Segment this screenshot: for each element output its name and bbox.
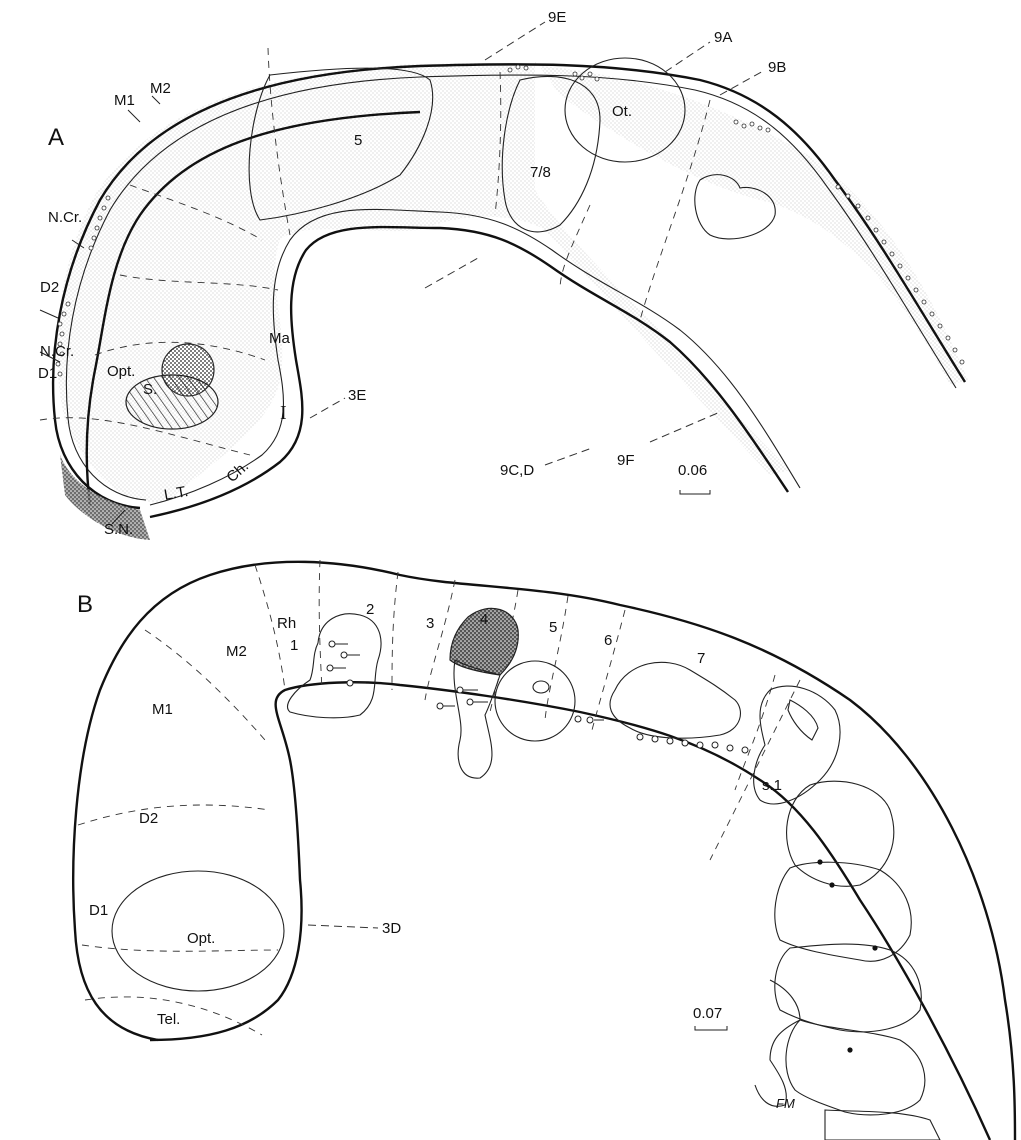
panel-a-leader-9a bbox=[665, 42, 710, 72]
panel-b-boundary-r2 bbox=[392, 572, 398, 690]
panel-a-optic-stippled bbox=[162, 344, 214, 396]
panel-b-boundary-m1 bbox=[145, 630, 265, 740]
panel-b-somite-5 bbox=[786, 1020, 925, 1115]
panel-b-otic-lumen bbox=[533, 681, 549, 693]
panel-b-label-r7: 7 bbox=[697, 650, 705, 667]
panel-b-scale-label: 0.07 bbox=[693, 1005, 722, 1022]
panel-b-rh7-nucleus bbox=[610, 662, 740, 738]
panel-b-boundary-r1 bbox=[319, 560, 322, 690]
panel-b-otic-vesicle bbox=[495, 661, 575, 741]
panel-a-label-d1: D1 bbox=[38, 365, 57, 382]
panel-b-somite-2 bbox=[787, 781, 894, 886]
panel-b-rh-nucleus-12 bbox=[288, 614, 381, 718]
panel-b-boundary-s1 bbox=[735, 675, 775, 790]
panel-a-leader-9cd bbox=[545, 448, 592, 465]
panel-b: B bbox=[73, 560, 1015, 1140]
panel-a-label-ncr-top: N.Cr. bbox=[48, 209, 82, 226]
panel-a-leader-9f bbox=[650, 412, 720, 442]
panel-b-label-opt: Opt. bbox=[187, 930, 215, 947]
panel-a-ref-9b: 9B bbox=[768, 59, 786, 76]
panel-b-boundary-r6 bbox=[592, 610, 625, 730]
panel-b-somite-s1-inner bbox=[788, 700, 818, 740]
panel-b-label-fm: FM bbox=[776, 1096, 795, 1111]
panel-a-scale-bar bbox=[680, 490, 710, 494]
panel-a-label-opt: Opt. bbox=[107, 363, 135, 380]
panel-b-label-r6: 6 bbox=[604, 632, 612, 649]
panel-a-scale-label: 0.06 bbox=[678, 462, 707, 479]
panel-a-label-sn: S.N. bbox=[104, 521, 133, 538]
panel-b-label-s1: s.1 bbox=[762, 777, 782, 794]
panel-a-label-d2: D2 bbox=[40, 279, 59, 296]
panel-b-boundary-r5 bbox=[545, 596, 568, 720]
panel-a-ref-9e: 9E bbox=[548, 9, 566, 26]
panel-a-ref-9f: 9F bbox=[617, 452, 635, 469]
panel-b-black-dots bbox=[817, 859, 877, 1052]
panel-b-label-m2: M2 bbox=[226, 643, 247, 660]
panel-b-label-r5: 5 bbox=[549, 619, 557, 636]
panel-a-label-m1: M1 bbox=[114, 92, 135, 109]
panel-a: A bbox=[0, 0, 1021, 540]
panel-a-leader-m1 bbox=[128, 110, 140, 122]
panel-b-label-m1: M1 bbox=[152, 701, 173, 718]
panel-a-label-lt: L.T. bbox=[163, 483, 190, 504]
panel-a-ref-9cd: 9C,D bbox=[500, 462, 534, 479]
panel-b-label-r4: 4 bbox=[480, 611, 488, 628]
panel-a-leader-9e bbox=[485, 22, 545, 60]
panel-a-leader-d2 bbox=[40, 310, 58, 318]
panel-b-label-rh: Rh bbox=[277, 615, 296, 632]
panel-b-neurons bbox=[327, 641, 748, 753]
panel-b-boundary-d1 bbox=[82, 945, 278, 951]
panel-b-somite-3 bbox=[775, 862, 911, 961]
panel-a-ref-9a: 9A bbox=[714, 29, 732, 46]
panel-a-label-5: 5 bbox=[354, 132, 362, 149]
panel-b-rh4-nucleus bbox=[454, 660, 500, 778]
panel-a-leader-3e bbox=[310, 398, 345, 418]
panel-b-label-r2: 2 bbox=[366, 601, 374, 618]
panel-a-label-78: 7/8 bbox=[530, 164, 551, 181]
panel-a-label-s: S. bbox=[143, 381, 157, 398]
panel-b-somite-4 bbox=[775, 944, 921, 1032]
panel-a-ref-3e: 3E bbox=[348, 387, 366, 404]
panel-a-leader-9b bbox=[720, 70, 765, 95]
panel-a-label-ncr-low: N.Cr. bbox=[40, 343, 74, 360]
panel-a-letter: A bbox=[48, 124, 64, 151]
panel-b-boundary-r3 bbox=[425, 580, 455, 700]
panel-b-outer-outline bbox=[73, 562, 1015, 1140]
panel-a-leader-m2 bbox=[152, 96, 160, 104]
panel-b-scale-bar bbox=[695, 1026, 727, 1030]
panel-b-letter: B bbox=[77, 591, 93, 618]
panel-a-label-ma: Ma bbox=[269, 330, 290, 347]
panel-a-label-m2: M2 bbox=[150, 80, 171, 97]
panel-b-label-d2: D2 bbox=[139, 810, 158, 827]
panel-b-label-r3: 3 bbox=[426, 615, 434, 632]
panel-b-boundary-d2 bbox=[78, 805, 270, 825]
panel-b-ref-3d: 3D bbox=[382, 920, 401, 937]
panel-b-leader-3d bbox=[308, 925, 378, 928]
panel-b-ventricle-outline bbox=[150, 682, 990, 1140]
panel-b-label-r1: 1 bbox=[290, 637, 298, 654]
panel-a-label-i: I bbox=[280, 402, 287, 424]
panel-b-label-tel: Tel. bbox=[157, 1011, 180, 1028]
panel-a-leader-mid bbox=[425, 258, 478, 288]
panel-a-label-ot: Ot. bbox=[612, 103, 632, 120]
panel-b-label-d1: D1 bbox=[89, 902, 108, 919]
